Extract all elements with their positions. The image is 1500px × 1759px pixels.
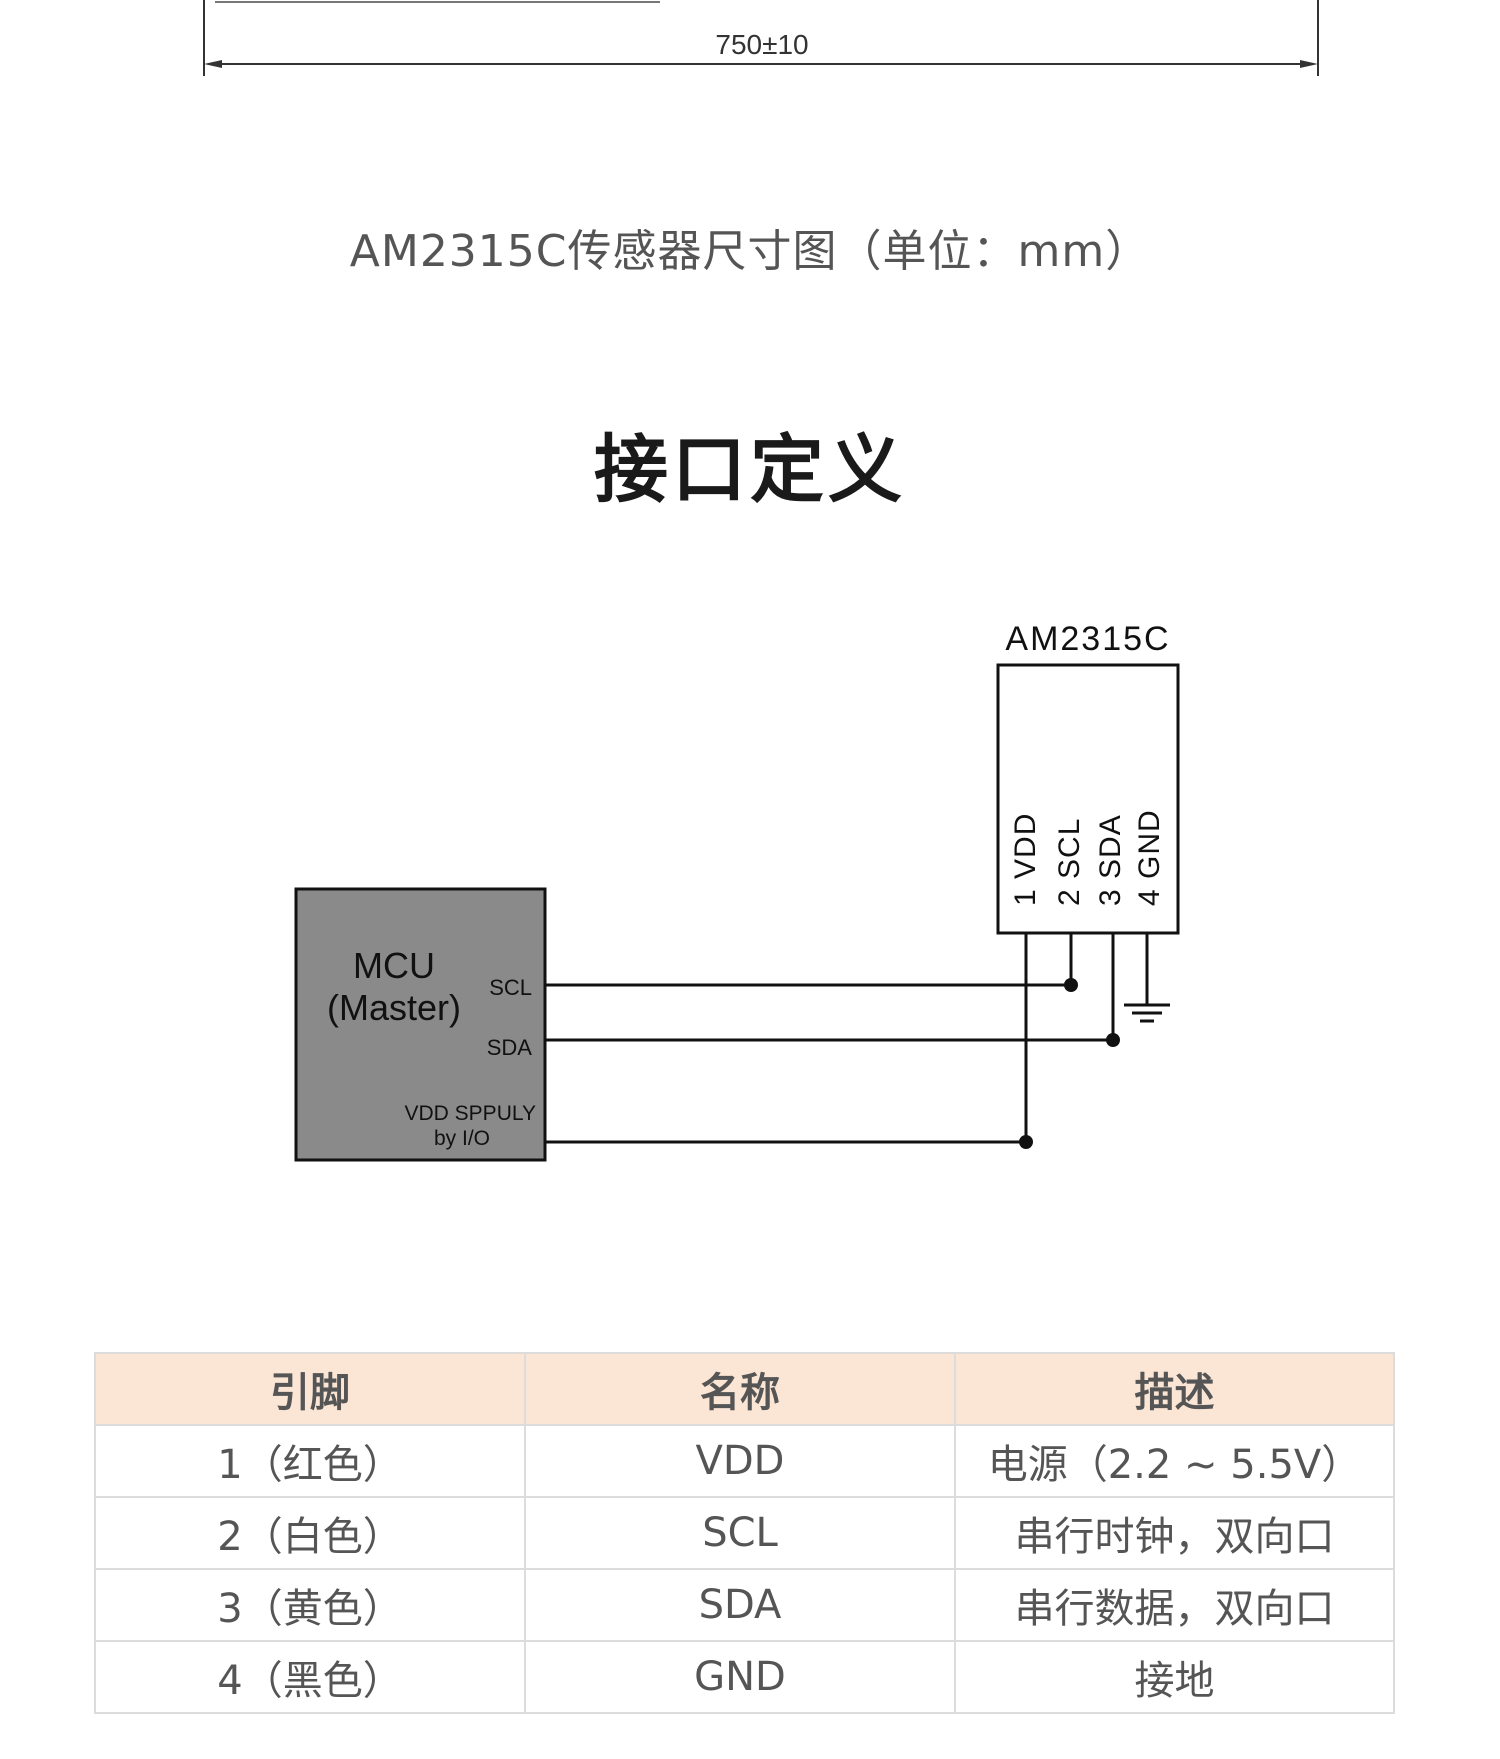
mcu-scl-label: SCL [489, 975, 532, 1000]
pin-definition-table: 引脚 名称 描述 1（红色） VDD 电源（2.2 ~ 5.5V） 2（白色） … [94, 1352, 1395, 1714]
name-cell: SDA [524, 1568, 956, 1642]
vdd-junction-dot [1019, 1135, 1033, 1149]
drawing-caption: AM2315C传感器尺寸图（单位：mm） [349, 226, 1151, 277]
sensor-label: AM2315C [1005, 620, 1170, 658]
wiring-diagram: AM2315C 1 VDD 2 SCL 3 SDA 4 GND MCU (Mas… [294, 620, 1180, 1162]
sda-junction-dot [1106, 1033, 1120, 1047]
header-pin: 引脚 [94, 1352, 526, 1426]
section-title: 接口定义 [594, 427, 906, 513]
sensor-pin-2-label: 2 SCL [1053, 818, 1086, 906]
scl-junction-dot [1064, 978, 1078, 992]
ground-symbol-icon [1124, 1003, 1170, 1023]
sensor-box [996, 663, 1180, 935]
description-cell: 串行数据，双向口 [954, 1568, 1395, 1642]
pin-cell: 1（红色） [94, 1424, 526, 1498]
pin-cell: 2（白色） [94, 1496, 526, 1570]
mcu-subtitle: (Master) [327, 987, 461, 1028]
name-cell: VDD [524, 1424, 956, 1498]
sensor-pin-4-label: 4 GND [1133, 809, 1166, 906]
dimension-arrow-left [204, 60, 222, 68]
table-row: 2（白色） SCL 串行时钟，双向口 [94, 1496, 1395, 1570]
table-row: 4（黑色） GND 接地 [94, 1640, 1395, 1714]
pin-cell: 4（黑色） [94, 1640, 526, 1714]
dimension-text: 750±10 [715, 29, 808, 60]
pin-cell: 3（黄色） [94, 1568, 526, 1642]
header-description: 描述 [954, 1352, 1395, 1426]
description-cell: 接地 [954, 1640, 1395, 1714]
dimension-drawing: 750±10 [203, 0, 1319, 76]
mcu-box [294, 887, 547, 1162]
sensor-pin-1-label: 1 VDD [1009, 813, 1042, 906]
mcu-title: MCU [353, 945, 435, 986]
description-cell: 电源（2.2 ~ 5.5V） [954, 1424, 1395, 1498]
name-cell: GND [524, 1640, 956, 1714]
header-name: 名称 [524, 1352, 956, 1426]
name-cell: SCL [524, 1496, 956, 1570]
table-row: 1（红色） VDD 电源（2.2 ~ 5.5V） [94, 1424, 1395, 1498]
description-cell: 串行时钟，双向口 [954, 1496, 1395, 1570]
table-header-row: 引脚 名称 描述 [94, 1352, 1395, 1426]
sensor-pin-3-label: 3 SDA [1094, 814, 1127, 906]
mcu-sda-label: SDA [487, 1035, 533, 1060]
mcu-vdd-label: VDD SPPULY [405, 1102, 537, 1125]
mcu-vdd-sublabel: by I/O [434, 1127, 490, 1150]
table-row: 3（黄色） SDA 串行数据，双向口 [94, 1568, 1395, 1642]
dimension-arrow-right [1300, 60, 1318, 68]
